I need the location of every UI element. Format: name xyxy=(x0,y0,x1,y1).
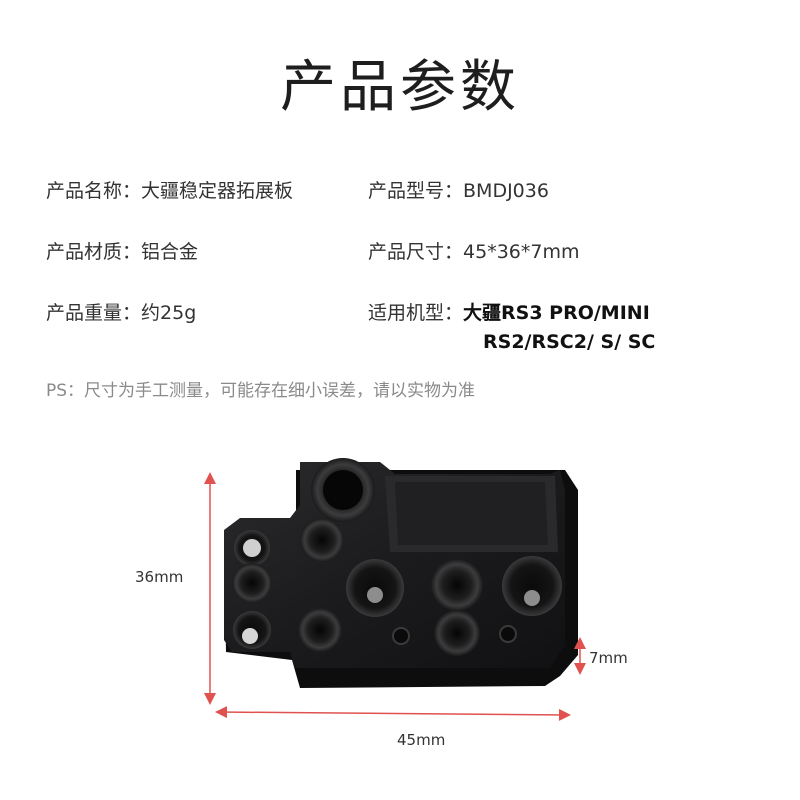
spec-compatible-value-line2: RS2/RSC2/ S/ SC xyxy=(483,331,656,353)
hole-left-1-pin xyxy=(243,539,261,557)
spec-weight-label: 产品重量： xyxy=(46,302,142,324)
spec-size: 产品尺寸：45*36*7mm xyxy=(368,237,579,264)
spec-material-label: 产品材质： xyxy=(46,241,142,263)
hole-mid-1 xyxy=(300,518,344,562)
hole-right-2 xyxy=(502,556,562,616)
large-thread-hole-inner xyxy=(323,470,363,510)
measurement-note: PS：尺寸为手工测量，可能存在细小误差，请以实物为准 xyxy=(46,381,476,401)
spec-compatible-label: 适用机型： xyxy=(368,302,464,324)
spec-material-value: 铝合金 xyxy=(141,241,199,263)
spec-weight-value: 约25g xyxy=(141,302,197,324)
spec-compatible: 适用机型：大疆RS3 PRO/MINI xyxy=(368,298,650,325)
spec-model-label: 产品型号： xyxy=(368,180,464,202)
hole-right-1 xyxy=(431,559,483,611)
hole-center-screw xyxy=(367,587,383,603)
hole-left-2 xyxy=(232,563,272,603)
spec-material: 产品材质：铝合金 xyxy=(46,237,198,264)
hole-small-1 xyxy=(392,627,410,645)
spec-size-label: 产品尺寸： xyxy=(368,241,464,263)
spec-size-value: 45*36*7mm xyxy=(463,241,580,263)
spec-compatible-value-line1: 大疆RS3 PRO/MINI xyxy=(463,302,650,324)
width-dimension-label: 45mm xyxy=(397,731,446,749)
width-dimension-line xyxy=(215,706,571,721)
spec-model-value: BMDJ036 xyxy=(463,180,549,202)
hole-left-3-pin xyxy=(242,628,258,644)
rail-face xyxy=(395,482,548,545)
hole-mid-2 xyxy=(298,608,342,652)
spec-name-value: 大疆稳定器拓展板 xyxy=(141,180,294,202)
page-title: 产品参数 xyxy=(280,55,520,120)
height-dimension-label: 36mm xyxy=(135,568,184,586)
spec-name: 产品名称：大疆稳定器拓展板 xyxy=(46,176,293,203)
hole-right-2-screw xyxy=(524,590,540,606)
spec-weight: 产品重量：约25g xyxy=(46,298,196,325)
spec-name-label: 产品名称： xyxy=(46,180,142,202)
hole-small-2 xyxy=(499,625,517,643)
spec-model: 产品型号：BMDJ036 xyxy=(368,176,549,203)
thickness-dimension-label: 7mm xyxy=(589,649,628,667)
hole-right-3 xyxy=(434,610,480,656)
